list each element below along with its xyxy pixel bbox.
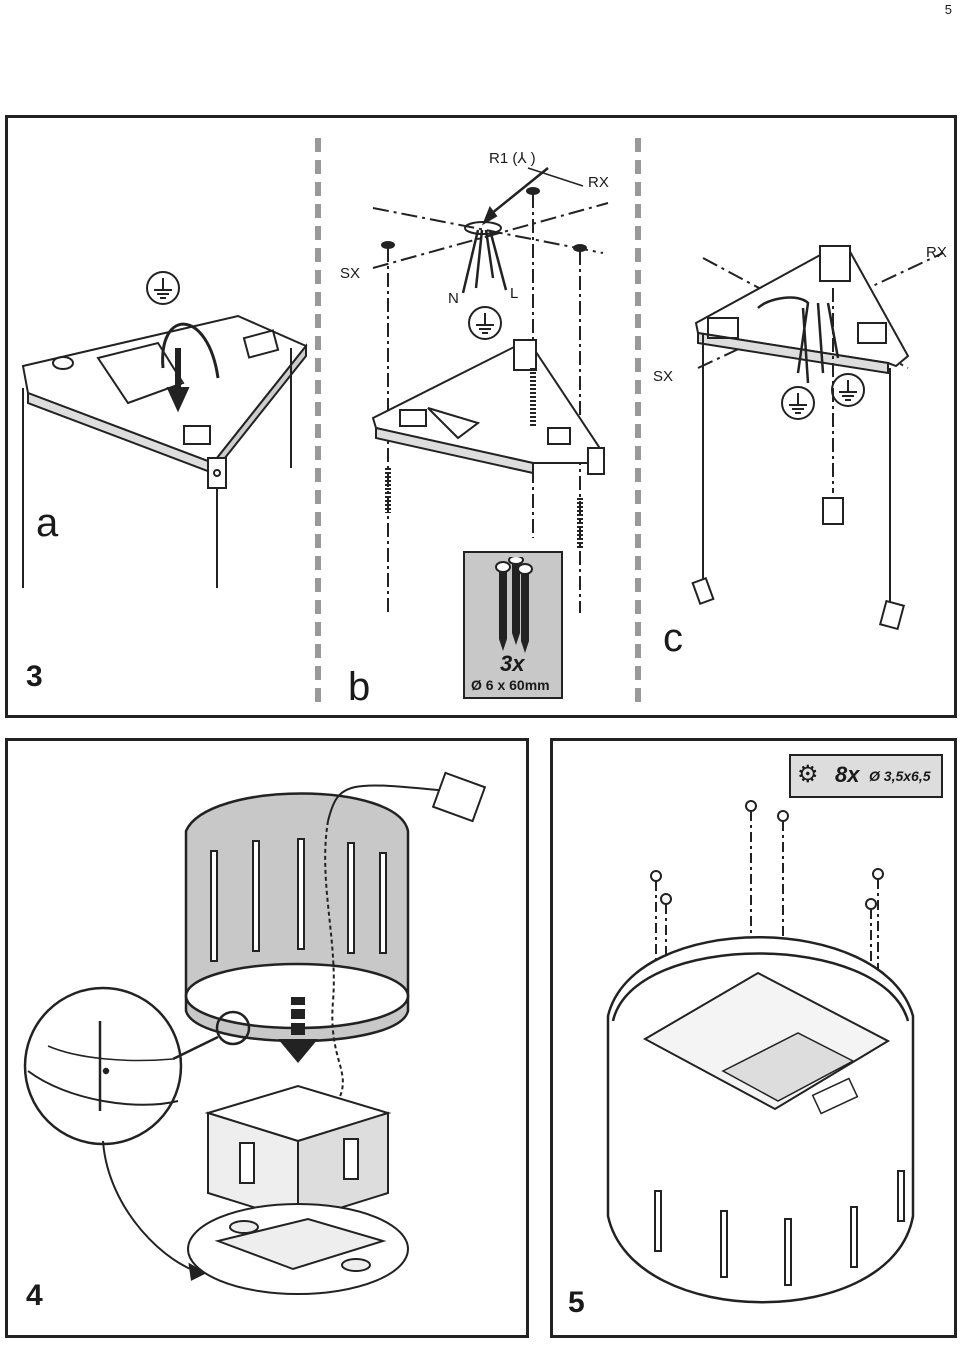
step-3-illustration	[21, 138, 944, 708]
step-4-illustration	[23, 771, 487, 1295]
ground-fork-icon: ⅄	[517, 150, 527, 167]
mounting-bracket-a	[21, 314, 308, 588]
sx-label: SX	[340, 265, 361, 282]
power-cable	[324, 771, 487, 1102]
rx-label: RX	[926, 244, 947, 261]
screw-icon: ⚙	[797, 761, 819, 788]
hardware-spec: Ø 6 x 60mm	[471, 677, 550, 693]
panel-b-label: b	[348, 665, 371, 709]
cable-clamp-icon	[822, 497, 844, 525]
connector-icon	[431, 771, 487, 823]
page-number: 5	[944, 2, 952, 17]
hardware-count: 3x	[500, 651, 525, 676]
chimney-cover	[184, 792, 410, 1043]
down-arrow-icon	[278, 997, 318, 1063]
r1-suffix: )	[526, 150, 536, 167]
mounting-bracket-c	[691, 245, 944, 631]
chimney-cover-installed	[606, 936, 915, 1304]
rx-label: RX	[588, 174, 609, 191]
ground-symbol-icon	[468, 306, 502, 340]
panel-c-label: c	[663, 616, 683, 660]
step-number: 4	[26, 1279, 43, 1312]
screw-icon	[495, 557, 533, 653]
ground-symbol-icon	[831, 373, 865, 407]
hardware-spec: Ø 3,5x6,5	[869, 768, 931, 784]
hood-motor-block	[187, 1084, 409, 1295]
l-label: L	[510, 285, 519, 302]
ground-symbol-icon	[146, 271, 180, 305]
step-5-panel: ⚙ 8x Ø 3,5x6,5 5	[550, 738, 957, 1338]
ceiling-axes-b	[372, 167, 609, 613]
ground-symbol-icon	[781, 386, 815, 420]
cable-clamp-icon	[878, 599, 906, 631]
r1-prefix: R1 (	[489, 150, 518, 167]
r1-label: R1 (⅄ )	[489, 149, 536, 167]
n-label: N	[448, 290, 459, 307]
hardware-count: 8x	[835, 762, 860, 787]
step-number: 3	[26, 660, 43, 693]
hardware-box-wall-plugs: 3x Ø 6 x 60mm	[463, 551, 563, 699]
detail-callout	[23, 986, 251, 1281]
panel-a-label: a	[36, 501, 59, 545]
step-5-illustration	[606, 800, 915, 1304]
hardware-box-screws: ⚙ 8x Ø 3,5x6,5	[789, 754, 943, 798]
step-3-panel: 3 a b c R1 (⅄ ) RX SX N L RX SX 3x Ø 6 x…	[5, 115, 957, 718]
mounting-bracket-b	[371, 338, 605, 548]
sx-label: SX	[653, 368, 674, 385]
step-4-panel: 4	[5, 738, 529, 1338]
cable-clamp-icon	[691, 576, 715, 606]
step-number: 5	[568, 1286, 585, 1319]
